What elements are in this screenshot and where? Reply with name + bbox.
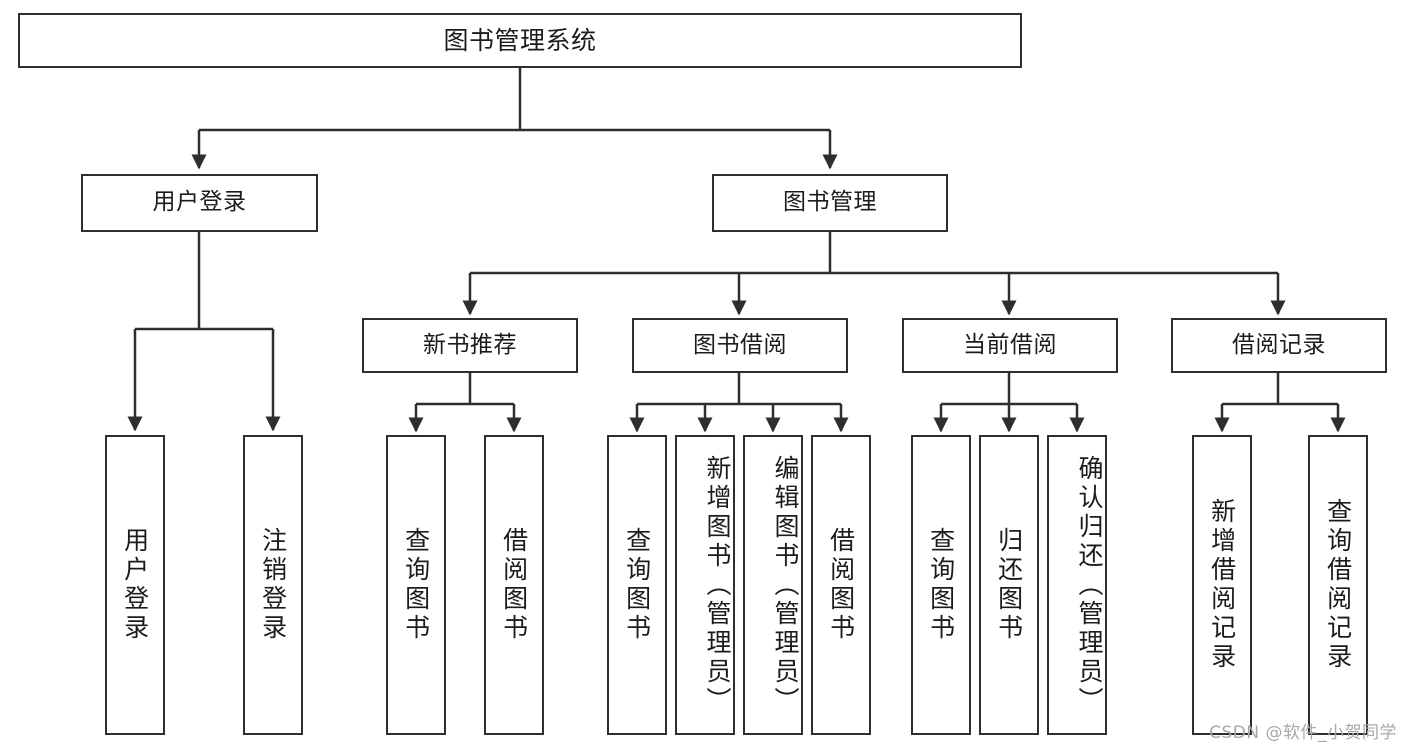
node-label: 图书管理 xyxy=(783,189,877,216)
node-new-book-recommend[interactable]: 新书推荐 xyxy=(362,318,578,373)
leaf-newbook-query-books[interactable]: 查询图书 xyxy=(386,435,446,735)
node-label: 借阅图书 xyxy=(826,527,856,643)
node-label: 查询图书 xyxy=(401,527,431,643)
node-borrow-record[interactable]: 借阅记录 xyxy=(1171,318,1387,373)
leaf-current-confirm-return-admin[interactable]: 确认归还（管理员） xyxy=(1047,435,1107,735)
leaf-current-return-books[interactable]: 归还图书 xyxy=(979,435,1039,735)
node-label: 图书管理系统 xyxy=(443,25,597,55)
node-label: 新增图书（管理员） xyxy=(703,454,732,716)
node-label: 用户登录 xyxy=(152,189,247,216)
node-label: 用户登录 xyxy=(120,527,150,643)
node-book-borrow[interactable]: 图书借阅 xyxy=(632,318,848,373)
node-label: 新增借阅记录 xyxy=(1207,498,1237,672)
node-label: 编辑图书（管理员） xyxy=(771,454,800,716)
leaf-user-login[interactable]: 用户登录 xyxy=(105,435,165,735)
node-label: 新书推荐 xyxy=(423,331,517,358)
node-label: 借阅记录 xyxy=(1232,331,1326,358)
node-root-book-management-system[interactable]: 图书管理系统 xyxy=(18,13,1022,68)
leaf-newbook-borrow-books[interactable]: 借阅图书 xyxy=(484,435,544,735)
node-label: 确认归还（管理员） xyxy=(1075,454,1104,716)
node-current-borrow[interactable]: 当前借阅 xyxy=(902,318,1118,373)
node-label: 借阅图书 xyxy=(499,527,529,643)
node-label: 注销登录 xyxy=(258,527,288,643)
leaf-borrow-borrow-books[interactable]: 借阅图书 xyxy=(811,435,871,735)
node-label: 查询图书 xyxy=(926,527,956,643)
leaf-borrow-add-book-admin[interactable]: 新增图书（管理员） xyxy=(675,435,735,735)
node-label: 图书借阅 xyxy=(693,331,787,358)
leaf-borrow-query-books[interactable]: 查询图书 xyxy=(607,435,667,735)
leaf-user-logout[interactable]: 注销登录 xyxy=(243,435,303,735)
node-user-login[interactable]: 用户登录 xyxy=(81,174,318,232)
leaf-borrow-edit-book-admin[interactable]: 编辑图书（管理员） xyxy=(743,435,803,735)
node-label: 归还图书 xyxy=(994,527,1024,643)
node-label: 查询图书 xyxy=(622,527,652,643)
leaf-current-query-books[interactable]: 查询图书 xyxy=(911,435,971,735)
leaf-record-add-borrow-record[interactable]: 新增借阅记录 xyxy=(1192,435,1252,735)
node-book-management[interactable]: 图书管理 xyxy=(712,174,948,232)
node-label: 当前借阅 xyxy=(963,331,1057,358)
csdn-watermark: CSDN @软件_小贺同学 xyxy=(1209,723,1397,743)
leaf-record-query-borrow-record[interactable]: 查询借阅记录 xyxy=(1308,435,1368,735)
node-label: 查询借阅记录 xyxy=(1323,498,1353,672)
